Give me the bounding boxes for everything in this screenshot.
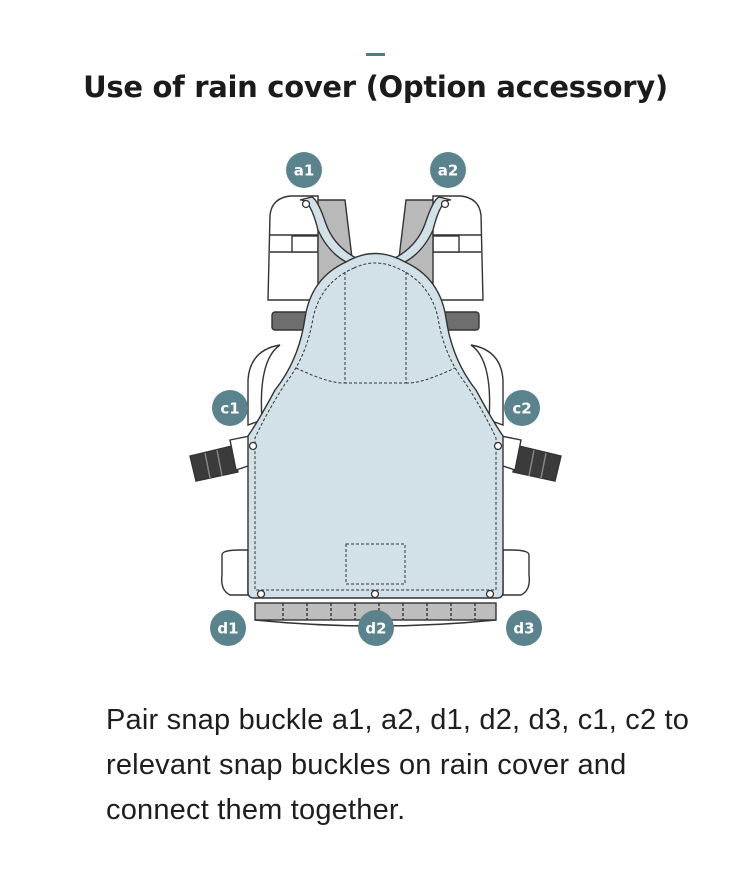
callout-d2: d2 [358,610,394,646]
right-side-buckle [496,435,562,482]
rain-cover-diagram: a1 a2 c1 c2 d1 d2 d3 [0,140,751,660]
rain-cover [247,196,504,599]
callout-a2-label: a2 [438,162,459,180]
callout-c2-label: c2 [512,400,531,418]
callout-d2-label: d2 [365,620,386,638]
callout-d1: d1 [210,610,246,646]
callout-a1: a1 [286,152,322,188]
left-side-buckle [189,435,255,482]
callout-c1-label: c1 [220,400,239,418]
callout-d1-label: d1 [217,620,238,638]
callout-c2: c2 [504,390,540,426]
callout-d3: d3 [506,610,542,646]
callout-c1: c1 [212,390,248,426]
callout-a2: a2 [430,152,466,188]
callout-d3-label: d3 [513,620,534,638]
title-accent-bar [366,53,385,56]
page-title: Use of rain cover (Option accessory) [83,70,668,104]
instruction-caption: Pair snap buckle a1, a2, d1, d2, d3, c1,… [106,704,690,826]
callout-a1-label: a1 [294,162,315,180]
